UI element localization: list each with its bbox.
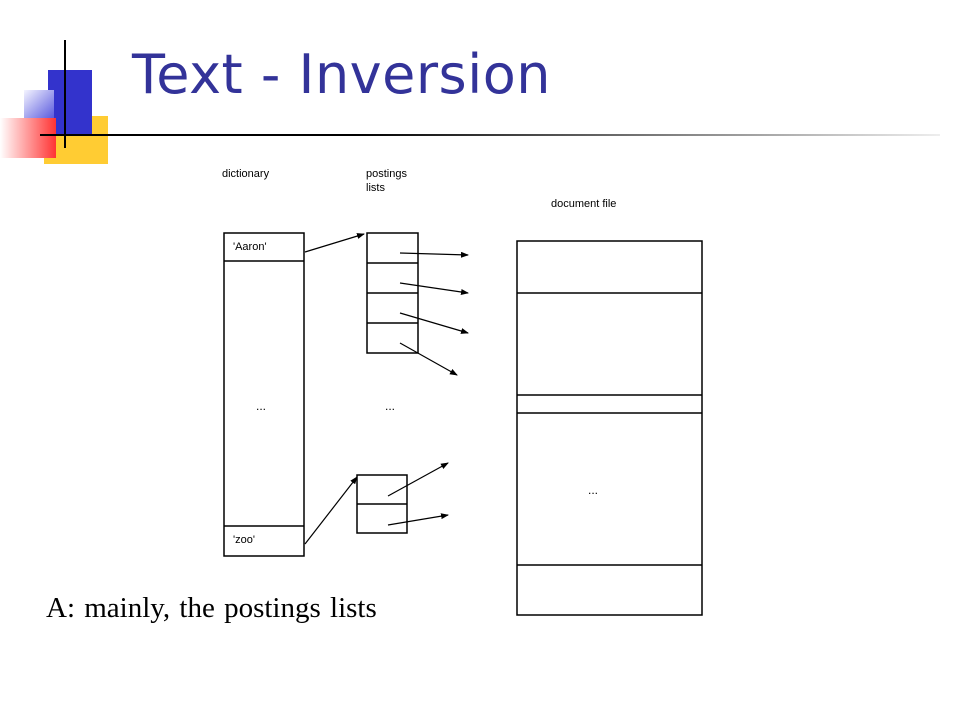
postings-ellipsis: ... [385, 399, 395, 413]
pointer-arrow [304, 233, 365, 253]
dictionary-term-first: 'Aaron' [233, 241, 267, 253]
posting-arrow [399, 312, 469, 334]
postings-label-line1: postings [366, 168, 407, 180]
postings-label-line2: lists [366, 182, 385, 194]
posting-arrow [399, 282, 469, 295]
dictionary-label: dictionary [222, 168, 270, 180]
dictionary-box [223, 232, 305, 557]
decor-vertical-line [64, 40, 66, 148]
posting-arrow [387, 513, 449, 526]
decor-red-square [0, 118, 56, 158]
decor-horizontal-line [40, 134, 940, 136]
pointer-arrow [304, 476, 358, 545]
document-file-label: document file [551, 198, 616, 210]
answer-text: A: mainly, the postings lists [46, 592, 377, 624]
document-ellipsis: ... [588, 483, 598, 497]
posting-arrow [399, 251, 469, 258]
dictionary-ellipsis: ... [256, 399, 266, 413]
posting-arrow [387, 462, 449, 497]
document-file-box [516, 240, 703, 616]
page-title: Text - Inversion [132, 43, 551, 106]
dictionary-term-last: 'zoo' [233, 534, 255, 546]
posting-arrow [399, 342, 458, 376]
decor-gradient-square [24, 90, 54, 120]
